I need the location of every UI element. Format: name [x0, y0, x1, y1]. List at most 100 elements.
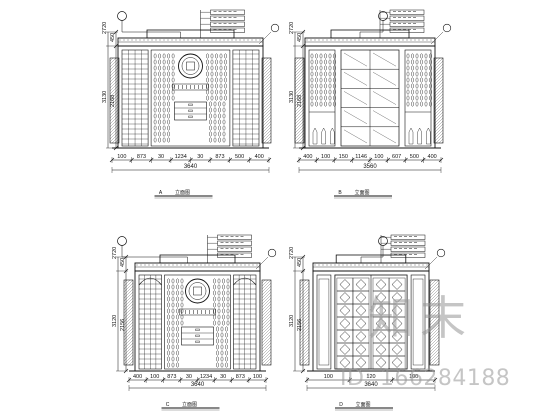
elevation-id: C	[166, 402, 170, 408]
dimension-label: 1234	[175, 154, 187, 160]
dimension-label: 1234	[200, 374, 212, 380]
lattice-diamond	[355, 279, 367, 290]
lattice-diamond	[355, 292, 367, 303]
dimension-label: 3640	[184, 164, 198, 170]
dimension-label: 2720	[289, 22, 295, 34]
bottle-icon	[321, 127, 326, 145]
elevation-caption: 立面图	[354, 189, 369, 196]
dimension-label: 450	[120, 258, 126, 267]
dimension-label: 873	[215, 154, 224, 160]
dimension-label: 2156	[120, 319, 126, 331]
dimension-label: 100	[253, 374, 262, 380]
dimension-label: 400	[428, 154, 437, 160]
wall-hatch	[261, 57, 272, 144]
bottle-icon	[312, 127, 318, 145]
dimension-label: 2720	[289, 247, 295, 259]
lattice-diamond	[375, 318, 387, 329]
lattice-diamond	[375, 357, 387, 368]
dimension-label: 100	[150, 374, 159, 380]
wall-hatch	[299, 279, 310, 366]
dimension-label: 150	[339, 154, 348, 160]
elevation-caption: 立面图	[355, 401, 370, 408]
lattice-diamond	[391, 357, 403, 368]
lattice-diamond	[339, 279, 351, 290]
callout-marker-icon	[270, 23, 280, 33]
wall-hatch	[261, 279, 272, 366]
wall-hatch	[433, 57, 444, 144]
elevation-caption: 立面图	[182, 401, 197, 408]
callout-marker-icon	[436, 248, 446, 258]
lattice-diamond	[339, 305, 351, 316]
wall-hatch	[123, 279, 134, 366]
dimension-label: 607	[392, 154, 401, 160]
lattice-diamond	[355, 344, 367, 355]
dimension-label: 30	[186, 374, 192, 380]
dimension-label: 100	[324, 374, 333, 380]
dimension-label: 1146	[355, 154, 367, 160]
bottle-icon	[330, 127, 335, 145]
lattice-diamond	[391, 344, 403, 355]
elevation-caption: 立面图	[175, 189, 190, 196]
dimension-label: 873	[167, 374, 176, 380]
elevation-id: B	[338, 190, 342, 196]
dimension-label: 3130	[102, 91, 108, 103]
lattice-diamond	[355, 331, 367, 342]
dimension-label: 2168	[297, 95, 303, 107]
medallion-ornament	[185, 278, 210, 304]
lattice-diamond	[339, 357, 351, 368]
dimension-label: 2720	[102, 22, 108, 34]
dimension-label: 120	[366, 374, 375, 380]
elevation-id: D	[339, 402, 343, 408]
bottle-icon	[426, 127, 431, 145]
wall-hatch	[429, 279, 440, 366]
lattice-diamond	[355, 357, 367, 368]
lattice-diamond	[339, 331, 351, 342]
lattice-diamond	[391, 279, 403, 290]
dimension-label: 400	[303, 154, 312, 160]
dimension-label: 100	[374, 154, 383, 160]
dimension-label: 30	[220, 374, 226, 380]
wall-hatch	[294, 57, 305, 144]
dimension-label: 450	[110, 33, 116, 42]
dimension-label: 2720	[112, 247, 118, 259]
dimension-label: 3130	[289, 91, 295, 103]
dimension-label: 100	[409, 374, 418, 380]
dimension-label: 3640	[191, 382, 205, 388]
dimension-label: 3120	[289, 315, 295, 327]
dimension-label: 500	[235, 154, 244, 160]
lattice-diamond	[391, 331, 403, 342]
dimension-label: 873	[236, 374, 245, 380]
dimension-label: 400	[255, 154, 264, 160]
lattice-diamond	[375, 331, 387, 342]
lattice-diamond	[339, 344, 351, 355]
lattice-diamond	[375, 279, 387, 290]
dimension-label: 30	[197, 154, 203, 160]
dimension-label: 3120	[112, 315, 118, 327]
bottle-icon	[417, 127, 422, 145]
callout-marker-icon	[267, 248, 277, 258]
section-marker-icon	[378, 236, 388, 246]
bottle-icon	[408, 127, 414, 145]
lattice-diamond	[391, 305, 403, 316]
lattice-diamond	[355, 305, 367, 316]
lattice-diamond	[375, 305, 387, 316]
lattice-diamond	[391, 292, 403, 303]
callout-marker-icon	[442, 23, 452, 33]
lattice-diamond	[391, 318, 403, 329]
dimension-label: 100	[117, 154, 126, 160]
lattice-diamond	[339, 318, 351, 329]
dimension-label: 30	[158, 154, 164, 160]
dimension-label: 450	[297, 33, 303, 42]
lattice-diamond	[375, 344, 387, 355]
dimension-label: 3560	[363, 164, 377, 170]
wall-hatch	[109, 57, 120, 144]
dimension-label: 100	[321, 154, 330, 160]
dimension-label: 873	[137, 154, 146, 160]
dimension-label: 400	[133, 374, 142, 380]
dimension-label: 450	[297, 258, 303, 267]
